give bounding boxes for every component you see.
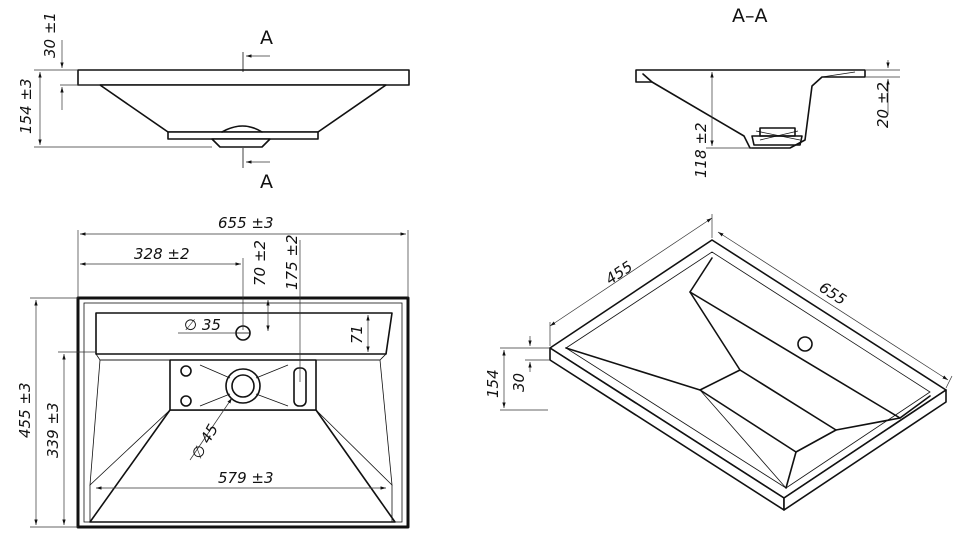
plan-rib-c: [255, 364, 289, 379]
dim-drain-offset: 175 ±2: [283, 234, 301, 290]
dim-iso-depth: 455: [602, 257, 636, 288]
section-rim-line: [821, 71, 856, 78]
section-lip: [642, 73, 653, 83]
iso-dim-655: [717, 231, 949, 381]
side-view: A A 30 ±1 154 ±3: [17, 12, 410, 193]
dim-iso-height: 154: [484, 369, 502, 398]
dim-iso-width: 655: [816, 278, 850, 309]
side-drain-curve: [221, 125, 263, 133]
dim-side-top-thickness: 30 ±1: [41, 12, 59, 58]
section-view: A–A 20 ±2 118 ±2: [635, 5, 900, 178]
dim-width: 655 ±3: [218, 214, 274, 232]
dim-iso-thickness: 30: [510, 373, 528, 392]
section-drain-top: [759, 127, 796, 137]
side-drain: [211, 138, 271, 148]
section-outline: [635, 69, 866, 149]
plan-bolt-top: [180, 365, 192, 377]
dim-drain-diameter: ∅ 45: [188, 421, 222, 462]
plan-bowl-right: [315, 359, 393, 487]
dim-hole-offset: 70 ±2: [251, 240, 269, 286]
section-marker-top: A: [260, 27, 273, 49]
dim-depth: 455 ±3: [16, 382, 34, 438]
iso-view: 455 655 154 30: [484, 214, 953, 511]
iso-bowl-back: [689, 291, 901, 431]
plan-rib-b: [199, 393, 231, 407]
section-marker-bottom: A: [260, 171, 273, 193]
plan-drain-leader: [189, 397, 233, 461]
side-bowl-bottom: [167, 131, 319, 140]
iso-dim-455: [549, 217, 713, 327]
dim-inner-width: 579 ±3: [218, 469, 274, 487]
side-top-slab: [77, 69, 410, 86]
drain-hole: [225, 368, 261, 404]
iso-bowl-diagonal: [699, 389, 787, 489]
dim-side-height: 154 ±3: [17, 78, 35, 134]
dim-section-depth: 118 ±2: [692, 122, 710, 178]
iso-ext-right: [945, 375, 953, 389]
plan-rib-a: [199, 364, 231, 379]
section-title: A–A: [732, 5, 768, 27]
dim-inner-depth: 339 ±3: [44, 402, 62, 458]
plan-bolt-bottom: [180, 395, 192, 407]
plan-bowl-floor: [89, 409, 396, 523]
dim-section-step: 20 ±2: [874, 82, 892, 128]
plan-view: ∅ 35 655 ±3 328 ±2 70 ±2 175 ±2 71 ∅ 45 …: [16, 214, 410, 529]
plan-shelf-edge: [95, 353, 387, 361]
section-hatch-b: [759, 130, 799, 141]
dim-hole-diameter: ∅ 35: [184, 316, 221, 334]
iso-right-edge: [783, 389, 947, 511]
dim-center-offset: 328 ±2: [134, 245, 190, 263]
plan-rib-d: [255, 393, 289, 407]
iso-bowl-front: [785, 451, 797, 489]
side-bowl: [99, 84, 387, 133]
dim-shelf-depth: 71: [348, 325, 366, 344]
drain-hole-inner: [231, 374, 255, 398]
